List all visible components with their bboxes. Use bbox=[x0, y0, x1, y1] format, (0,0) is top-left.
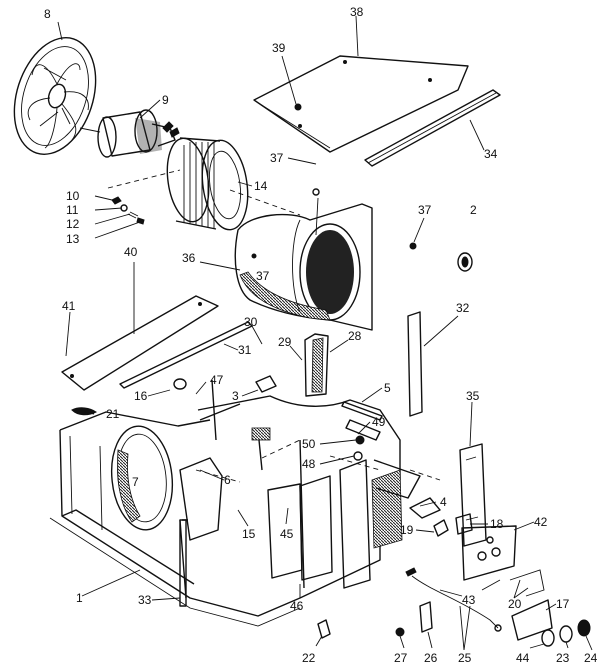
callout-47: 47 bbox=[210, 373, 224, 387]
callout-4: 4 bbox=[440, 495, 447, 509]
callout-49: 49 bbox=[372, 415, 386, 429]
callout-17: 17 bbox=[556, 597, 570, 611]
panel-40-part bbox=[61, 295, 253, 391]
callout-29: 29 bbox=[278, 335, 292, 349]
callout-37-top: 37 bbox=[270, 151, 284, 165]
callout-8: 8 bbox=[44, 7, 51, 21]
callout-40: 40 bbox=[124, 245, 138, 259]
post-32-part bbox=[407, 311, 423, 417]
callout-39: 39 bbox=[272, 41, 286, 55]
motor-part bbox=[79, 109, 180, 158]
base-chassis-part bbox=[49, 379, 441, 627]
callout-50: 50 bbox=[302, 437, 316, 451]
callout-24: 24 bbox=[584, 651, 598, 665]
callout-34: 34 bbox=[484, 147, 498, 161]
callout-18: 18 bbox=[490, 517, 504, 531]
callout-15: 15 bbox=[242, 527, 256, 541]
callout-33: 33 bbox=[138, 593, 152, 607]
callout-42: 42 bbox=[534, 515, 548, 529]
callout-5: 5 bbox=[384, 381, 391, 395]
callout-35: 35 bbox=[466, 389, 480, 403]
hardware-10-13 bbox=[107, 169, 181, 225]
callout-14: 14 bbox=[254, 179, 268, 193]
callout-26: 26 bbox=[424, 651, 438, 665]
callout-16: 16 bbox=[134, 389, 148, 403]
callout-28: 28 bbox=[348, 329, 362, 343]
callout-6: 6 bbox=[224, 473, 231, 487]
bracket-35-part bbox=[459, 443, 487, 547]
callout-38: 38 bbox=[350, 5, 364, 19]
leader-lines bbox=[57, 15, 593, 651]
callout-1: 1 bbox=[76, 591, 83, 605]
post-28-part bbox=[304, 333, 329, 397]
callout-45: 45 bbox=[280, 527, 294, 541]
callout-36: 36 bbox=[182, 251, 196, 265]
callout-11: 11 bbox=[66, 203, 79, 217]
callout-37-right: 37 bbox=[418, 203, 432, 217]
callout-3: 3 bbox=[232, 389, 239, 403]
callout-46: 46 bbox=[290, 599, 304, 613]
callout-41: 41 bbox=[62, 299, 76, 313]
callout-21: 21 bbox=[106, 407, 120, 421]
grommet-part bbox=[457, 252, 473, 272]
top-cover-part bbox=[253, 55, 469, 153]
callout-48: 48 bbox=[302, 457, 316, 471]
rail-34-part bbox=[364, 89, 501, 167]
small-parts bbox=[71, 375, 591, 647]
callout-13: 13 bbox=[66, 232, 80, 246]
callout-43: 43 bbox=[462, 593, 476, 607]
callout-32: 32 bbox=[456, 301, 470, 315]
callout-19: 19 bbox=[400, 523, 414, 537]
callout-25: 25 bbox=[458, 651, 472, 665]
callout-31: 31 bbox=[238, 343, 252, 357]
callout-22: 22 bbox=[302, 651, 316, 665]
callout-27: 27 bbox=[394, 651, 408, 665]
callout-12: 12 bbox=[66, 217, 80, 231]
blower-housing-part bbox=[234, 188, 417, 331]
callout-10: 10 bbox=[66, 189, 80, 203]
callout-7: 7 bbox=[132, 475, 139, 489]
callout-20: 20 bbox=[508, 597, 522, 611]
callout-30: 30 bbox=[244, 315, 258, 329]
fan-blade-part bbox=[13, 37, 97, 155]
callout-9: 9 bbox=[162, 93, 169, 107]
callout-2: 2 bbox=[470, 203, 477, 217]
callout-labels: 8 9 10 11 12 13 14 38 39 34 37 37 37 2 3… bbox=[44, 5, 598, 665]
callout-44: 44 bbox=[516, 651, 530, 665]
callout-23: 23 bbox=[556, 651, 570, 665]
callout-37-housing: 37 bbox=[256, 269, 270, 283]
